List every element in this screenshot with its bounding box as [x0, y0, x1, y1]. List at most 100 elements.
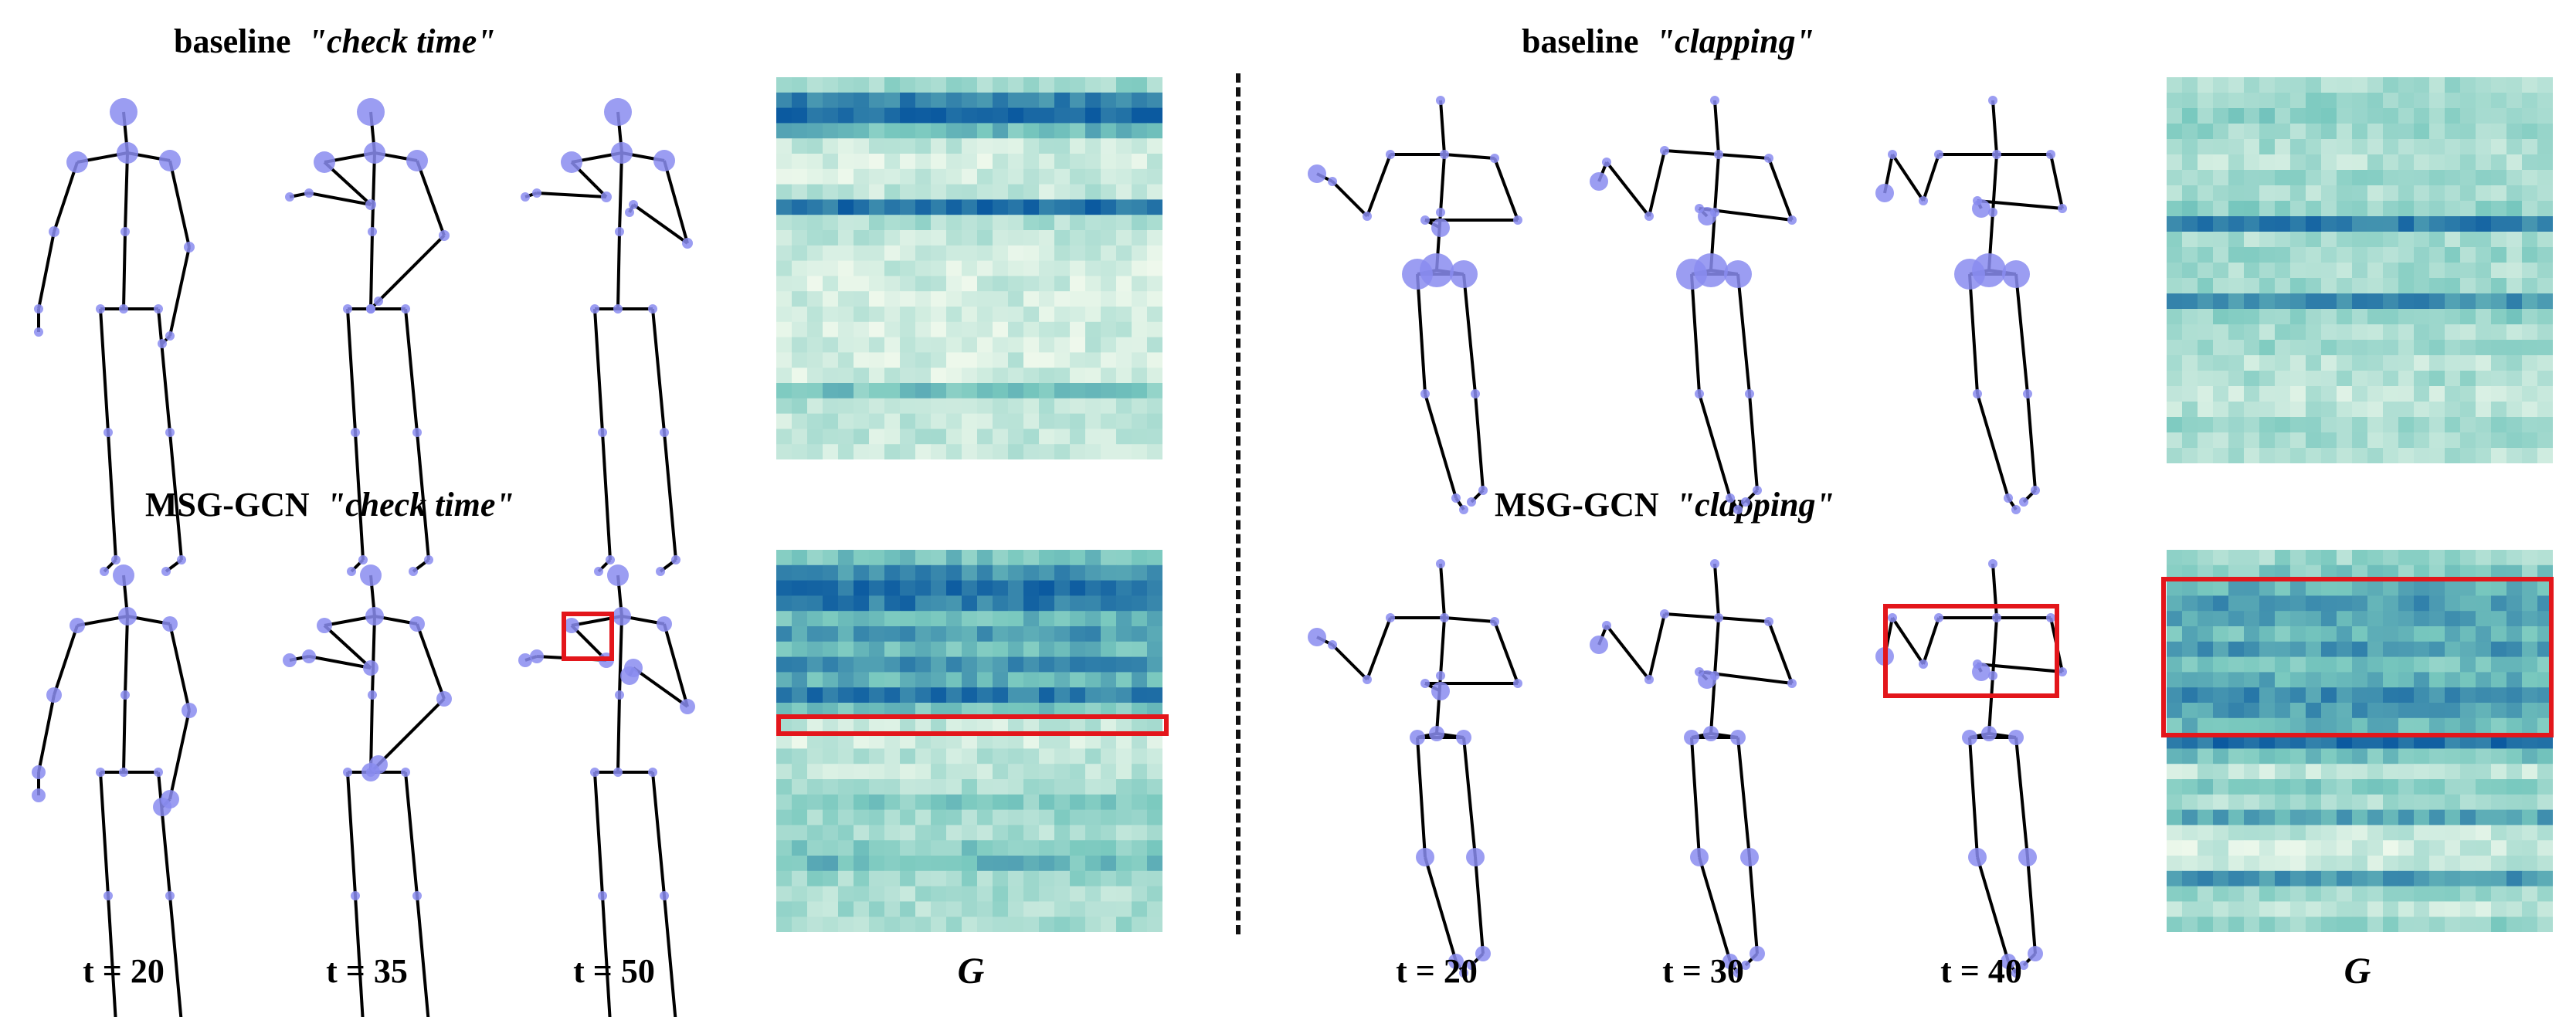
skeleton-msg-t30: [1590, 559, 1797, 978]
heatmap-cell: [2506, 371, 2523, 387]
heatmap-cell: [931, 687, 947, 703]
heatmap-cell: [1070, 748, 1086, 764]
heatmap-cell: [977, 107, 993, 124]
heatmap-cell: [2537, 402, 2553, 418]
heatmap-cell: [993, 184, 1009, 200]
bone: [168, 623, 191, 711]
heatmap-cell: [977, 626, 993, 642]
joint: [1459, 968, 1468, 978]
joint: [1988, 671, 1997, 680]
bone: [168, 432, 183, 561]
joint: [594, 567, 603, 576]
heatmap-cell: [807, 733, 823, 749]
heatmap-cell: [1008, 580, 1024, 596]
heatmap-cell: [2522, 77, 2538, 93]
bone: [99, 771, 110, 897]
bone: [53, 625, 79, 696]
heatmap-cell: [838, 748, 854, 764]
heatmap-cell: [993, 138, 1009, 154]
heatmap-cell: [900, 564, 916, 581]
heatmap-cell: [1085, 398, 1101, 415]
heatmap-cell: [807, 870, 823, 887]
heatmap-cell: [792, 856, 808, 872]
heatmap-cell: [962, 656, 978, 673]
heatmap-cell: [1132, 856, 1148, 872]
heatmap-cell: [1147, 398, 1162, 415]
skeleton-msg-t20: [32, 564, 197, 1017]
joint: [1741, 497, 1750, 507]
heatmap-cell: [931, 260, 947, 276]
heatmap-cell: [1039, 245, 1055, 262]
heatmap-cell: [2445, 93, 2461, 109]
heatmap-cell: [1023, 383, 1040, 399]
heatmap-cell: [776, 92, 792, 109]
heatmap-cell: [2275, 216, 2291, 232]
heatmap-cell: [2290, 386, 2306, 402]
heatmap-cell: [2506, 201, 2523, 217]
joint: [1602, 621, 1611, 630]
heatmap-cell: [1101, 672, 1117, 688]
heatmap-cell: [776, 168, 792, 185]
heatmap-cell: [1054, 733, 1071, 749]
bone: [1736, 737, 1751, 858]
joint: [1436, 208, 1445, 217]
heatmap-cell: [1070, 429, 1086, 445]
heatmap-cell: [2244, 764, 2260, 780]
heatmap-cell: [2367, 856, 2384, 872]
heatmap-cell: [2506, 748, 2523, 764]
heatmap-cell: [2491, 185, 2507, 202]
heatmap-cell: [1070, 291, 1086, 307]
heatmap-cell: [1023, 77, 1040, 93]
heatmap-cell: [946, 840, 962, 856]
heatmap-cell: [2506, 901, 2523, 917]
heatmap-cell: [2383, 340, 2399, 356]
heatmap-cell: [977, 672, 993, 688]
heatmap-cell: [900, 641, 916, 658]
heatmap-cell: [884, 550, 901, 566]
joint: [1690, 848, 1709, 866]
heatmap-cell: [977, 764, 993, 780]
heatmap-cell: [2445, 917, 2461, 932]
heatmap-cell: [1008, 917, 1024, 932]
heatmap-cell: [931, 92, 947, 109]
heatmap-cell: [884, 717, 901, 734]
frame-label: t = 50: [573, 952, 655, 990]
heatmap-cell: [2167, 263, 2183, 279]
heatmap-cell: [2228, 232, 2245, 248]
heatmap-cell: [2244, 825, 2260, 841]
heatmap-cell: [2460, 748, 2476, 764]
heatmap-cell: [2167, 626, 2183, 642]
heatmap-cell: [2167, 232, 2183, 248]
joint: [1420, 679, 1430, 688]
heatmap-cell: [869, 748, 885, 764]
heatmap-cell: [1023, 230, 1040, 246]
heatmap-cell: [900, 123, 916, 139]
joint: [518, 653, 532, 667]
heatmap-cell: [2537, 371, 2553, 387]
heatmap-cell: [1085, 123, 1101, 139]
heatmap-cell: [869, 564, 885, 581]
heatmap-cell: [792, 870, 808, 887]
bone: [1474, 856, 1485, 954]
heatmap-cell: [1039, 337, 1055, 353]
heatmap-cell: [854, 901, 870, 917]
joint: [154, 768, 163, 777]
heatmap-cell: [1070, 413, 1086, 429]
heatmap-cell: [2182, 201, 2198, 217]
heatmap-cell: [2398, 386, 2415, 402]
heatmap-cell: [946, 672, 962, 688]
heatmap-cell: [854, 230, 870, 246]
heatmap-cell: [838, 230, 854, 246]
heatmap-cell: [2321, 580, 2337, 596]
heatmap-cell: [1116, 123, 1132, 139]
heatmap-cell: [2198, 672, 2214, 688]
heatmap-cell: [1023, 886, 1040, 902]
heatmap-cell: [2398, 278, 2415, 294]
heatmap-cell: [2445, 108, 2461, 124]
heatmap-cell: [2182, 355, 2198, 371]
heatmap-cell: [792, 748, 808, 764]
heatmap-cell: [2383, 641, 2399, 658]
heatmap-cell: [2522, 917, 2538, 932]
heatmap-cell: [2537, 170, 2553, 186]
heatmap-cell: [1008, 337, 1024, 353]
